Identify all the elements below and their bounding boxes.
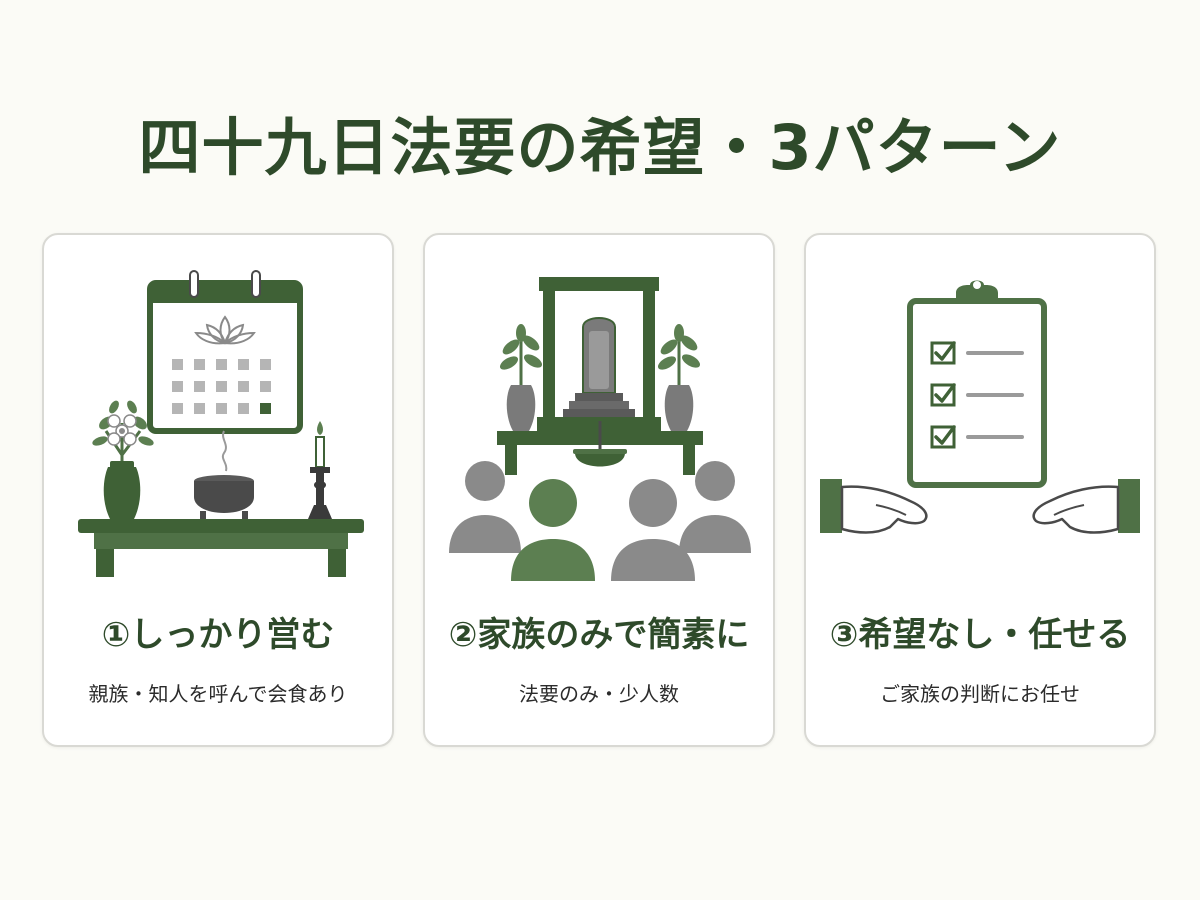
page-title: 四十九日法要の希望・3パターン bbox=[138, 111, 1062, 184]
option-card-3[interactable]: ③希望なし・任せる ご家族の判断にお任せ bbox=[804, 233, 1156, 747]
clipboard-hands-icon bbox=[820, 280, 1140, 534]
option-card-2[interactable]: ②家族のみで簡素に 法要のみ・少人数 bbox=[423, 233, 775, 747]
calendar-altar-icon bbox=[78, 270, 364, 577]
option-subtitle: ご家族の判断にお任せ bbox=[880, 682, 1080, 706]
option-card-1[interactable]: ①しっかり営む 親族・知人を呼んで会食あり bbox=[42, 233, 394, 747]
option-title: ③希望なし・任せる bbox=[829, 615, 1131, 655]
altar-family-icon bbox=[449, 277, 751, 581]
option-title: ①しっかり営む bbox=[101, 615, 335, 655]
option-title: ②家族のみで簡素に bbox=[448, 615, 750, 655]
option-subtitle: 法要のみ・少人数 bbox=[519, 682, 679, 706]
option-subtitle: 親族・知人を呼んで会食あり bbox=[88, 682, 348, 706]
